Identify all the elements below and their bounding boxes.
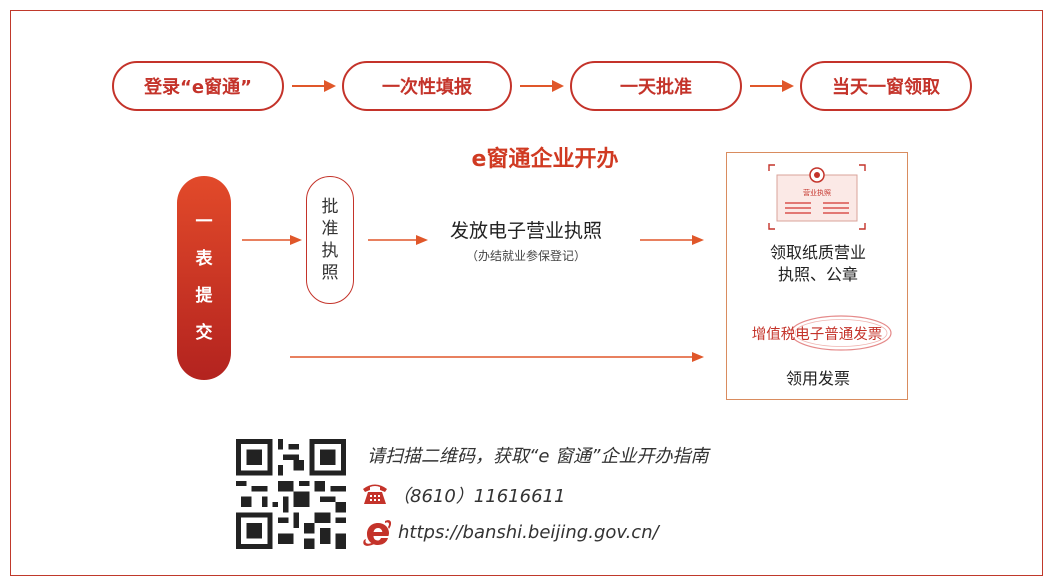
step-same-day-pickup: 当天一窗领取: [800, 61, 972, 111]
issue-e-license-label: 发放电子营业执照: [449, 220, 602, 242]
pill-char: 一: [195, 212, 213, 232]
step-one-day-approve: 一天批准: [570, 61, 742, 111]
phone-number: （8610）11616611: [392, 486, 566, 507]
pill-char: 表: [195, 249, 213, 269]
step-login-label: 登录“e窗通”: [144, 77, 252, 98]
step-one-day-approve-label: 一天批准: [620, 77, 692, 98]
diagram-title: e窗通企业开办: [471, 147, 619, 172]
arrow-right-icon: [242, 235, 302, 245]
approve-char: 照: [321, 263, 339, 283]
arrow-right-icon: [290, 352, 704, 362]
ie-browser-icon: [363, 520, 392, 546]
invoice-stamp-text: 增值税电子普通发票: [751, 326, 883, 343]
business-license-icon: 营业执照: [768, 164, 866, 230]
pickup-card: 营业执照 领取纸质营业 执照、公章 增值税电子普通发票 领用发票: [726, 152, 908, 400]
step-same-day-pickup-label: 当天一窗领取: [832, 77, 940, 98]
phone-icon: [363, 484, 387, 504]
approve-char: 批: [321, 197, 339, 217]
arrow-right-icon: [750, 80, 794, 92]
arrow-right-icon: [520, 80, 564, 92]
pill-char: 交: [195, 323, 213, 343]
employment-insurance-note: （办结就业参保登记）: [465, 249, 586, 263]
pill-char: 提: [195, 286, 213, 306]
outer-frame: [10, 10, 1043, 576]
invoice-stamp-oval: [790, 315, 892, 351]
license-badge-text: 营业执照: [803, 188, 831, 197]
license-pickup-line2: 执照、公章: [777, 265, 858, 284]
invoice-pickup-text: 领用发票: [785, 369, 850, 388]
license-pickup-line1: 领取纸质营业: [769, 243, 866, 262]
arrow-right-icon: [368, 235, 428, 245]
arrow-right-icon: [640, 235, 704, 245]
one-form-submit-pill: 一 表 提 交: [177, 176, 231, 380]
scan-qr-guide-text: 请扫描二维码，获取“e 窗通”企业开办指南: [367, 446, 709, 467]
approve-license-box: 批 准 执 照: [306, 176, 354, 304]
approve-char: 执: [321, 241, 339, 261]
website-url[interactable]: https://banshi.beijing.gov.cn/: [398, 522, 659, 543]
step-login: 登录“e窗通”: [112, 61, 284, 111]
arrow-right-icon: [292, 80, 336, 92]
step-fill-once-label: 一次性填报: [382, 77, 472, 98]
qr-code-icon: [236, 439, 346, 549]
step-fill-once: 一次性填报: [342, 61, 512, 111]
approve-char: 准: [321, 219, 339, 239]
